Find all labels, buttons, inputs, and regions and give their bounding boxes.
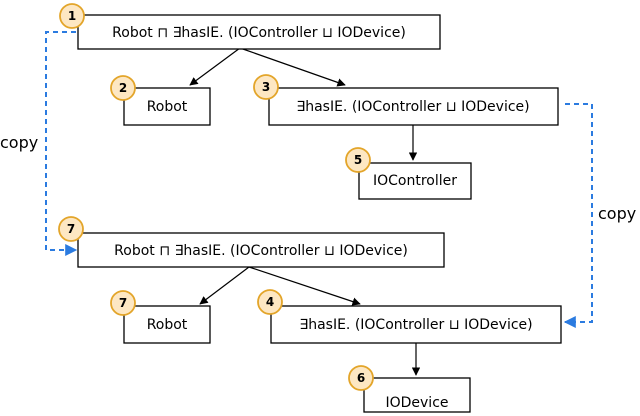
node-1-badge-number: 1 bbox=[68, 9, 76, 23]
node-1-label: Robot ⊓ ∃hasIE. (IOController ⊔ IODevice… bbox=[112, 25, 406, 41]
node-3-label: ∃hasIE. (IOController ⊔ IODevice) bbox=[296, 99, 529, 115]
node-7-root: Robot ⊓ ∃hasIE. (IOController ⊔ IODevice… bbox=[58, 216, 445, 268]
node-2-badge-number: 2 bbox=[119, 81, 127, 95]
node-4-label: ∃hasIE. (IOController ⊔ IODevice) bbox=[299, 317, 532, 333]
edge-7-to-7 bbox=[199, 266, 250, 305]
node-7-robot-badge bbox=[110, 290, 136, 316]
edge-1-to-2 bbox=[189, 47, 241, 86]
node-5-badge bbox=[345, 147, 371, 173]
copy-arrow-right bbox=[563, 103, 593, 328]
node-4-badge-number: 4 bbox=[266, 295, 274, 309]
node-2-badge bbox=[110, 75, 136, 101]
node-1-badge bbox=[59, 3, 85, 29]
node-1: Robot ⊓ ∃hasIE. (IOController ⊔ IODevice… bbox=[59, 3, 441, 50]
copy-arrow-left bbox=[45, 31, 78, 256]
copy-label-left: copy bbox=[0, 133, 38, 152]
node-7-robot-badge-number: 7 bbox=[119, 296, 127, 310]
node-6-badge bbox=[348, 365, 374, 391]
node-4: ∃hasIE. (IOController ⊔ IODevice) 4 bbox=[257, 289, 562, 344]
node-3: ∃hasIE. (IOController ⊔ IODevice) 3 bbox=[253, 74, 559, 126]
edge-1-to-3 bbox=[239, 47, 346, 87]
node-7-robot-label: Robot bbox=[147, 317, 188, 333]
node-6-label: IODevice bbox=[385, 395, 448, 411]
node-7-robot: Robot 7 bbox=[110, 290, 211, 344]
node-6: IODevice 6 bbox=[348, 365, 471, 413]
node-2-label: Robot bbox=[147, 99, 188, 115]
node-7-root-badge bbox=[58, 216, 84, 242]
node-6-badge-number: 6 bbox=[357, 371, 365, 385]
edge-7-to-4 bbox=[248, 266, 361, 306]
node-5: IOController 5 bbox=[345, 147, 472, 200]
node-3-badge bbox=[253, 74, 279, 100]
node-5-badge-number: 5 bbox=[354, 153, 362, 167]
node-3-badge-number: 3 bbox=[262, 80, 270, 94]
copy-label-right: copy bbox=[598, 204, 636, 223]
node-7-root-label: Robot ⊓ ∃hasIE. (IOController ⊔ IODevice… bbox=[114, 243, 408, 259]
node-2: Robot 2 bbox=[110, 75, 211, 126]
node-7-root-badge-number: 7 bbox=[67, 222, 75, 236]
node-5-label: IOController bbox=[373, 173, 457, 189]
node-4-badge bbox=[257, 289, 283, 315]
